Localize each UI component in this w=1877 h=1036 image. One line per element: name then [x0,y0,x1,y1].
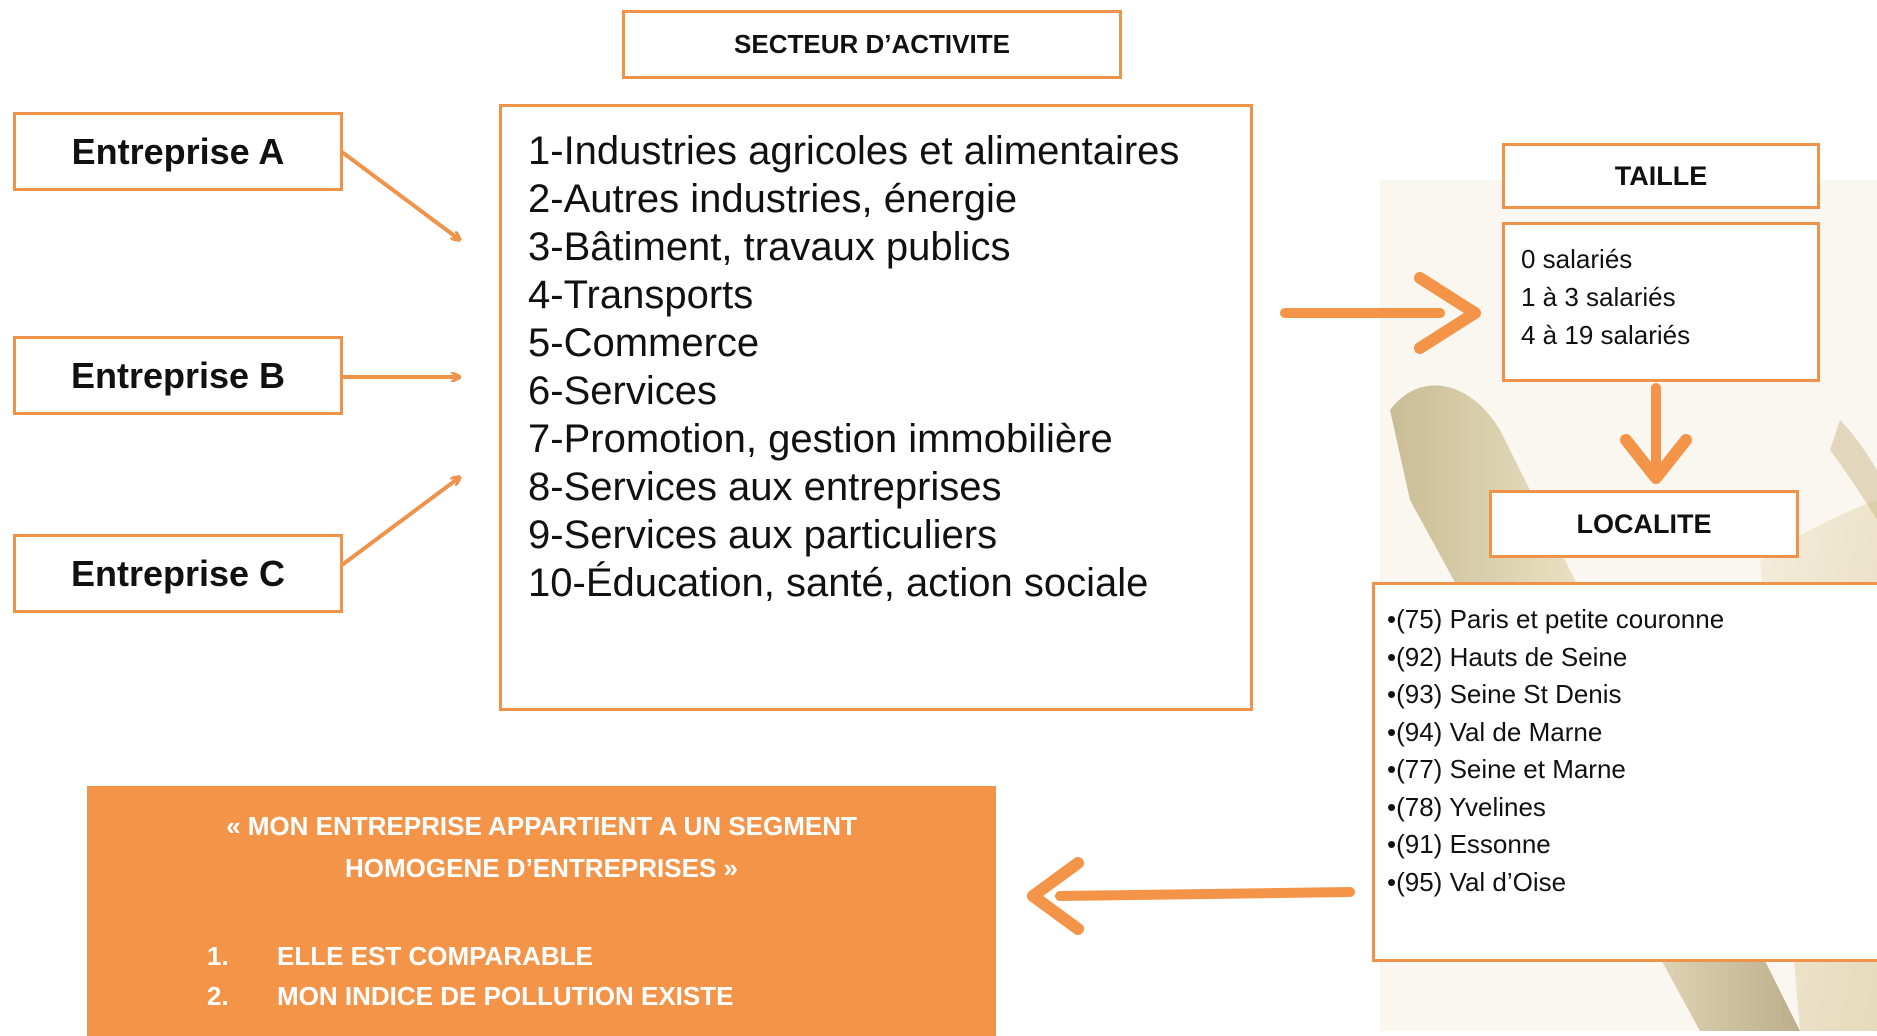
entreprise-a-box: Entreprise A [13,112,343,191]
localite-title: LOCALITE [1576,508,1712,539]
secteur-title: SECTEUR D’ACTIVITE [734,29,1010,59]
localite-item: •(92) Hauts de Seine [1387,641,1628,672]
taille-item: 4 à 19 salariés [1521,320,1691,350]
arrow-to-localite [1620,383,1692,484]
secteur-item: 8-Services aux entreprises [528,465,1002,509]
arrow-to-conclusion [1027,857,1355,935]
conclusion-point-number: 2. [207,981,229,1011]
secteur-item: 9-Services aux particuliers [528,513,998,557]
taille-item: 1 à 3 salariés [1521,282,1676,312]
secteur-item: 5-Commerce [528,321,760,365]
secteur-list-box: 1-Industries agricoles et alimentaires 2… [499,104,1253,711]
entreprise-c-box: Entreprise C [13,534,343,613]
localite-item: •(77) Seine et Marne [1387,754,1626,784]
arrow-entreprise-c [340,477,460,567]
localite-item: •(93) Seine St Denis [1387,679,1622,709]
localite-list-box: •(75) Paris et petite couronne •(92) Hau… [1372,582,1877,962]
secteur-item: 6-Services [528,369,717,413]
localite-title-box: LOCALITE [1489,490,1799,558]
entreprise-a-label: Entreprise A [71,130,285,172]
secteur-item: 2-Autres industries, énergie [528,177,1018,221]
entreprise-b-label: Entreprise B [70,354,286,396]
entreprise-c-label: Entreprise C [70,552,286,594]
taille-title: TAILLE [1614,160,1708,191]
conclusion-point: 2. MON INDICE DE POLLUTION EXISTE [207,976,733,1016]
conclusion-point-text: ELLE EST COMPARABLE [277,941,593,971]
secteur-title-box: SECTEUR D’ACTIVITE [622,10,1122,79]
localite-item: •(91) Essonne [1387,829,1551,859]
secteur-item: 3-Bâtiment, travaux publics [528,225,1011,269]
taille-list: 0 salariés 1 à 3 salariés 4 à 19 salarié… [1521,240,1817,354]
arrow-entreprise-a [340,150,460,240]
taille-item: 0 salariés [1521,244,1633,274]
conclusion-points: 1. ELLE EST COMPARABLE 2. MON INDICE DE PO… [207,936,733,1016]
localite-item: •(95) Val d’Oise [1387,866,1567,897]
taille-list-box: 0 salariés 1 à 3 salariés 4 à 19 salarié… [1502,222,1820,382]
secteur-item: 7-Promotion, gestion immobilière [528,417,1113,461]
conclusion-quote: « MON ENTREPRISE APPARTIENT A UN SEGMENT… [87,805,996,889]
secteur-list: 1-Industries agricoles et alimentaires 2… [528,127,1250,607]
taille-title-box: TAILLE [1502,143,1820,209]
conclusion-quote-line2: HOMOGENE D’ENTREPRISES » [345,853,738,883]
conclusion-box: « MON ENTREPRISE APPARTIENT A UN SEGMENT… [87,786,996,1036]
localite-item: •(75) Paris et petite couronne [1387,604,1725,634]
localite-list: •(75) Paris et petite couronne •(92) Hau… [1387,601,1877,901]
conclusion-point: 1. ELLE EST COMPARABLE [207,936,733,976]
conclusion-point-text: MON INDICE DE POLLUTION EXISTE [277,981,734,1011]
arrow-to-taille [1280,272,1481,354]
secteur-item: 4-Transports [528,273,754,317]
entreprise-b-box: Entreprise B [13,336,343,415]
secteur-item: 1-Industries agricoles et alimentaires [528,129,1180,173]
secteur-item: 10-Éducation, santé, action sociale [528,561,1149,605]
conclusion-quote-line1: « MON ENTREPRISE APPARTIENT A UN SEGMENT [226,811,857,841]
localite-item: •(94) Val de Marne [1387,716,1603,747]
conclusion-point-number: 1. [207,941,229,971]
localite-item: •(78) Yvelines [1387,791,1546,822]
